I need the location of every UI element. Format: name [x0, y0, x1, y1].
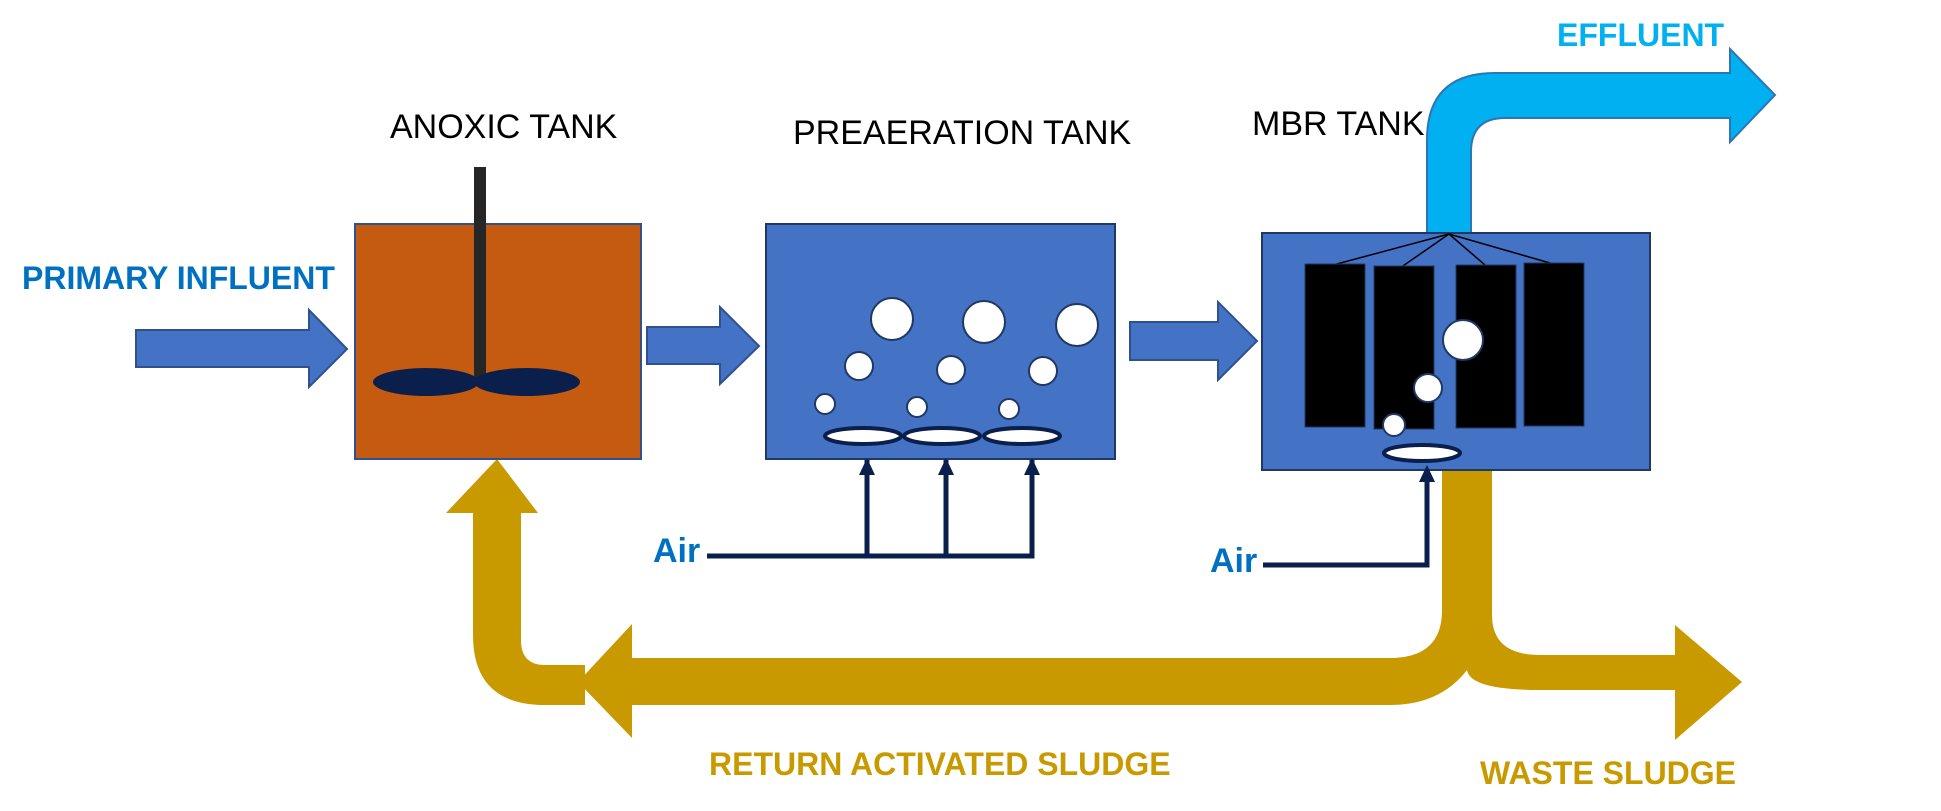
bubble: [814, 393, 836, 415]
diffuser: [823, 426, 903, 446]
mixer-blade-left: [373, 368, 479, 396]
manifold-line: [1332, 233, 1450, 266]
bubble: [998, 398, 1020, 420]
return-sludge-arrowhead: [446, 459, 538, 513]
manifold-line: [1399, 233, 1450, 269]
bubble: [906, 396, 928, 418]
air-label-preaeration: Air: [653, 532, 700, 570]
air-arrowhead: [1024, 458, 1040, 475]
effluent-label: EFFLUENT: [1557, 17, 1725, 53]
air-arrowhead: [859, 458, 875, 475]
bubble: [962, 300, 1006, 344]
mbr-diffuser: [1382, 443, 1462, 463]
manifold-line: [1448, 233, 1486, 266]
bubble: [844, 351, 874, 381]
mixer-shaft: [474, 167, 486, 382]
air-arrowheads-preaeration: [859, 458, 1040, 475]
bubble: [1382, 413, 1406, 437]
air-pipe-mbr: [1263, 478, 1430, 568]
air-bubbles: [814, 297, 1099, 420]
bubble: [936, 355, 966, 385]
mbr-tank: [1261, 232, 1651, 471]
mbr-sludge-outlet-pipe: [625, 470, 1680, 705]
return-sludge-riser: [473, 510, 585, 705]
air-lines-preaeration: [707, 460, 1035, 559]
sludge-piping: [446, 459, 1742, 740]
preaeration-tank-title: PREAERATION TANK: [793, 114, 1131, 152]
air-arrowhead: [1419, 465, 1435, 482]
bubble: [1055, 303, 1099, 347]
air-arrowhead: [938, 458, 954, 475]
air-header-pipe: [707, 460, 1035, 559]
preaeration-to-mbr-arrow: [1129, 299, 1259, 383]
air-line-mbr: [1263, 465, 1435, 568]
influent-arrow: [135, 307, 349, 390]
preaeration-tank-body: [765, 223, 1116, 460]
return-activated-sludge-label: RETURN ACTIVATED SLUDGE: [709, 746, 1171, 782]
effluent-pipe: [1426, 46, 1777, 235]
diffusers: [823, 426, 1062, 446]
bubble: [870, 297, 914, 341]
air-label-mbr: Air: [1210, 542, 1257, 580]
diffuser: [982, 426, 1062, 446]
membrane-module: [1373, 265, 1435, 430]
mbr-bubbles: [1382, 319, 1484, 437]
membrane-module: [1304, 263, 1366, 428]
waste-sludge-label: WASTE SLUDGE: [1480, 755, 1736, 791]
anoxic-tank-title: ANOXIC TANK: [390, 108, 618, 146]
bubble: [1442, 319, 1484, 361]
mixer-blade-right: [474, 368, 580, 396]
diffuser: [902, 426, 982, 446]
effluent-piping: [1426, 46, 1777, 235]
anoxic-tank-body: [354, 223, 642, 460]
membrane-module: [1523, 262, 1585, 427]
primary-influent-label: PRIMARY INFLUENT: [22, 260, 335, 296]
return-sludge-left-arrowhead: [578, 624, 632, 738]
membrane-manifold-lines: [1332, 233, 1551, 269]
mbr-tank-title: MBR TANK: [1252, 105, 1425, 143]
bubble: [1028, 356, 1058, 386]
anoxic-to-preaeration-arrow: [646, 304, 761, 387]
manifold-line: [1448, 233, 1551, 264]
waste-sludge-arrowhead: [1675, 625, 1742, 740]
preaeration-tank: [765, 223, 1116, 460]
anoxic-tank: [354, 167, 642, 460]
bubble: [1413, 373, 1443, 403]
